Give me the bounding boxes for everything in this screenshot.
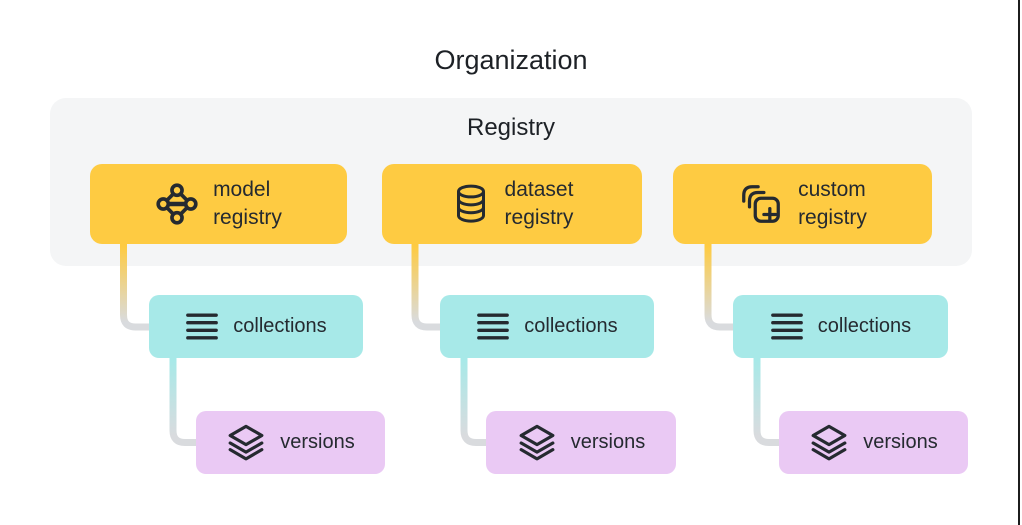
window-right-border (1018, 0, 1020, 525)
dataset-registry-box: dataset registry (382, 164, 642, 244)
versions-label: versions (280, 431, 355, 453)
collections-label: collections (233, 315, 327, 337)
model-registry-label: model registry (213, 178, 282, 229)
collections-box-1: collections (149, 295, 363, 358)
connector-collections-to-versions-3 (753, 358, 779, 446)
versions-box-3: versions (779, 411, 968, 474)
organization-title: Organization (434, 45, 588, 75)
collections-box-3: collections (733, 295, 948, 358)
model-registry-box: model registry (90, 164, 347, 244)
collections-label: collections (524, 315, 618, 337)
custom-registry-icon (738, 181, 784, 227)
versions-stack-icon (517, 423, 557, 463)
versions-box-2: versions (486, 411, 676, 474)
collections-box-2: collections (440, 295, 654, 358)
versions-label: versions (570, 431, 646, 453)
collections-label: collections (817, 315, 912, 337)
versions-stack-icon (226, 423, 266, 463)
connector-collections-to-versions-1 (169, 358, 196, 446)
versions-box-1: versions (196, 411, 385, 474)
collections-list-icon (476, 311, 510, 342)
registry-panel-title: Registry (466, 114, 556, 141)
connector-collections-to-versions-2 (460, 358, 486, 446)
versions-stack-icon (809, 423, 849, 463)
custom-registry-label: custom registry (798, 178, 867, 229)
dataset-registry-label: dataset registry (504, 178, 574, 229)
collections-list-icon (185, 311, 219, 342)
custom-registry-box: custom registry (673, 164, 932, 244)
dataset-registry-icon (451, 183, 491, 225)
model-registry-icon (155, 182, 199, 226)
versions-label: versions (863, 431, 938, 453)
collections-list-icon (770, 311, 804, 342)
